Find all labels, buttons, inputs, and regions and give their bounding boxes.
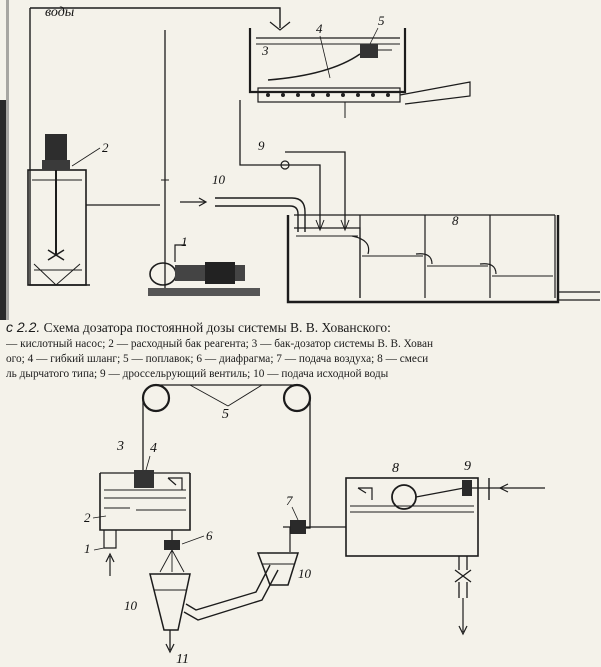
pulley-icon: [282, 383, 312, 413]
svg-text:4: 4: [150, 441, 157, 456]
perforated-pipe: [266, 93, 390, 97]
caption-title-line: с 2.2. Схема дозатора постоянной дозы си…: [6, 318, 596, 337]
svg-text:9: 9: [464, 459, 471, 474]
svg-text:8: 8: [452, 213, 459, 228]
svg-text:11: 11: [176, 652, 189, 667]
throttle-valve-icon: [280, 160, 290, 170]
svg-text:1: 1: [84, 541, 91, 556]
svg-text:10: 10: [298, 566, 312, 581]
caption-line: ль дырчатого типа; 9 — дроссельрующий ве…: [6, 368, 389, 380]
scan-edge: [0, 100, 6, 320]
svg-text:9: 9: [258, 138, 265, 153]
figure-number: с 2.2.: [6, 319, 41, 335]
figure-caption: с 2.2. Схема дозатора постоянной дозы си…: [6, 318, 596, 382]
caption-line: — кислотный насос; 2 — расходный бак реа…: [6, 338, 434, 350]
diaphragm-icon: [164, 540, 180, 550]
caption-line: ого; 4 — гибкий шланг; 5 — поплавок; 6 —…: [6, 353, 429, 365]
svg-text:3: 3: [261, 43, 269, 58]
svg-text:8: 8: [392, 461, 399, 476]
motor-icon: [45, 134, 67, 166]
svg-text:5: 5: [378, 13, 385, 28]
top-schematic: воды 2 1: [0, 0, 600, 320]
caption-title: Схема дозатора постоянной дозы системы В…: [43, 320, 391, 335]
svg-text:7: 7: [286, 493, 293, 508]
svg-text:1: 1: [181, 234, 188, 249]
pulley-icon: [141, 383, 171, 413]
svg-text:2: 2: [102, 140, 109, 155]
svg-text:10: 10: [124, 598, 138, 613]
svg-text:2: 2: [84, 510, 91, 525]
svg-text:4: 4: [316, 21, 323, 36]
svg-text:6: 6: [206, 528, 213, 543]
svg-text:10: 10: [212, 172, 226, 187]
float-icon: [360, 44, 378, 58]
svg-text:3: 3: [116, 439, 124, 454]
float-icon: [134, 470, 154, 488]
air-supply-icon: [290, 520, 306, 534]
float-ball-icon: [391, 484, 417, 510]
valve-icon: [462, 480, 472, 496]
svg-text:5: 5: [222, 407, 229, 422]
water-label: воды: [45, 5, 74, 20]
